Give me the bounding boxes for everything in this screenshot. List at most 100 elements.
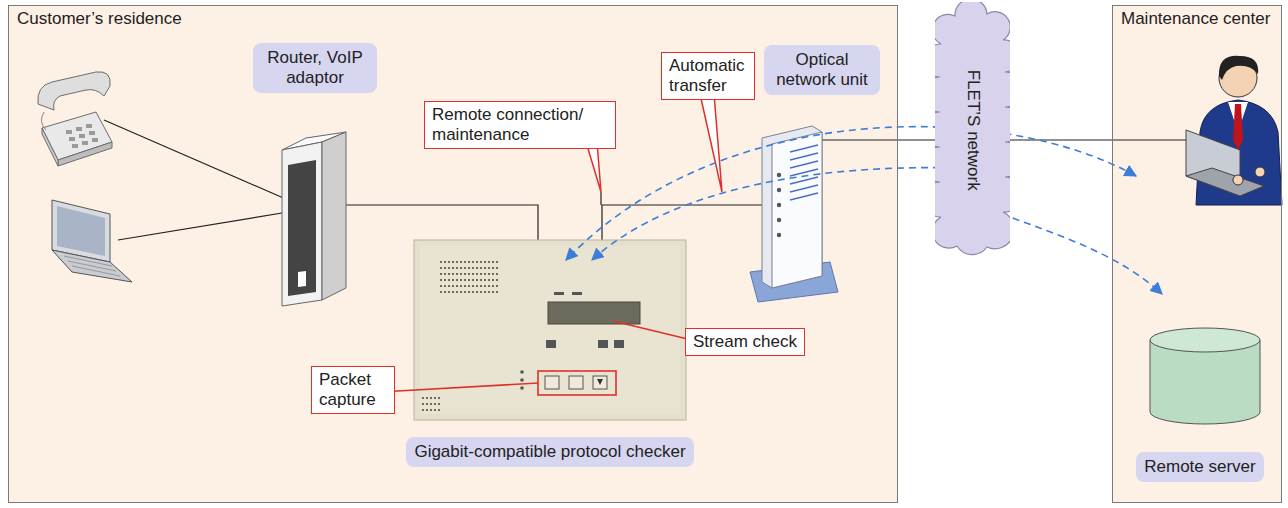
callout-pointer [700, 94, 722, 192]
callout-leader [380, 383, 538, 392]
optical-network-unit [777, 188, 781, 192]
protocol-checker-device [545, 376, 559, 389]
callout-box: Automatic transfer [661, 52, 755, 101]
callout-box: Remote connection/ maintenance [424, 101, 616, 150]
node-text: Stream check [693, 332, 797, 352]
cable [118, 212, 288, 240]
region-ground [8, 5, 898, 503]
protocol-checker-device [440, 285, 500, 287]
laptop [57, 206, 105, 256]
cable [104, 120, 1186, 240]
node-text: Remote server [1144, 457, 1255, 477]
protocol-checker-device [440, 291, 500, 293]
maintenance-person [1219, 56, 1258, 80]
protocol-checker-device [420, 246, 680, 414]
optical-network-unit [790, 193, 818, 200]
telephone [79, 134, 85, 138]
optical-network-unit [777, 218, 781, 222]
callout-box: Stream check [685, 328, 805, 356]
protocol-checker-device [520, 386, 524, 390]
node-text: Customer’s residence [8, 5, 191, 33]
protocol-checker-device [440, 273, 500, 275]
node-text: FLET’S network [962, 70, 982, 191]
optical-network-unit [790, 185, 818, 192]
telephone [38, 72, 112, 166]
telephone [58, 142, 112, 166]
protocol-checker-device [520, 378, 524, 382]
protocol-checker-device [422, 403, 440, 405]
optical-network-unit [777, 173, 781, 177]
node-text: Remote connection/ maintenance [432, 105, 608, 146]
router-device [282, 142, 322, 306]
device-label: Remote server [1136, 452, 1263, 482]
callout-pointer [586, 142, 601, 192]
protocol-checker-device [440, 261, 500, 263]
telephone [86, 124, 92, 128]
laptop [52, 200, 132, 282]
protocol-checker-device [422, 409, 440, 411]
optical-network-unit [750, 126, 838, 302]
telephone [66, 124, 98, 148]
network-cloud: FLET’S network [935, 2, 1010, 258]
laptop [64, 256, 120, 276]
device-label: Router, VoIP adaptor [253, 43, 377, 94]
protocol-checker-device [572, 292, 582, 295]
telephone [42, 128, 58, 166]
telephone [38, 72, 110, 110]
optical-network-unit [772, 132, 822, 288]
protocol-checker-device [614, 340, 624, 348]
server-cylinder [1150, 328, 1260, 352]
optical-network-unit [762, 126, 822, 288]
router-device [288, 160, 316, 296]
telephone [69, 137, 75, 141]
protocol-checker-device [422, 397, 440, 399]
region-ground [1112, 5, 1282, 503]
server-cylinder [1150, 328, 1260, 424]
protocol-checker-device [520, 292, 624, 390]
device-label: Gigabit-compatible protocol checker [406, 437, 693, 467]
optical-network-unit [777, 233, 781, 237]
telephone [76, 127, 82, 131]
protocol-checker-device [520, 370, 524, 374]
optical-network-unit [790, 153, 818, 160]
node-text: Router, VoIP adaptor [261, 48, 369, 89]
telephone [66, 130, 72, 134]
maintenance-person [1233, 175, 1243, 185]
protocol-checker-device [414, 240, 686, 420]
cable [104, 120, 288, 200]
optical-network-unit [790, 145, 818, 200]
telephone [89, 131, 95, 135]
region-ground [8, 5, 1282, 503]
router-device [298, 271, 306, 287]
callout-box: Packet capture [311, 366, 395, 415]
telephone [41, 112, 46, 130]
maintenance-person [1186, 56, 1282, 205]
protocol-checker-device [598, 340, 608, 348]
protocol-checker-device [593, 376, 607, 389]
node-text: Maintenance center [1112, 5, 1279, 33]
region-panel: Router, VoIP adaptorRemote connection/ m… [8, 5, 898, 503]
maintenance-person [1186, 168, 1264, 196]
node-text: Automatic transfer [669, 56, 747, 97]
data-flow-arrow [566, 127, 1162, 294]
protocol-checker-device [414, 240, 686, 420]
protocol-checker-device [548, 302, 640, 324]
device-label: Optical network unit [764, 45, 880, 96]
protocol-checker-device [569, 376, 583, 389]
protocol-checker-device [597, 379, 603, 385]
cable [346, 205, 538, 240]
optical-network-unit [777, 203, 781, 207]
server-cylinder [1150, 340, 1260, 424]
optical-network-unit [777, 173, 781, 237]
maintenance-person [1233, 104, 1243, 150]
cable [600, 192, 601, 205]
protocol-checker-device [545, 376, 607, 389]
optical-network-unit [790, 145, 818, 152]
telephone [82, 141, 88, 145]
node-text: Packet capture [319, 370, 387, 411]
region-panel: Remote server Maintenance center [1112, 5, 1282, 503]
telephone [72, 144, 78, 148]
